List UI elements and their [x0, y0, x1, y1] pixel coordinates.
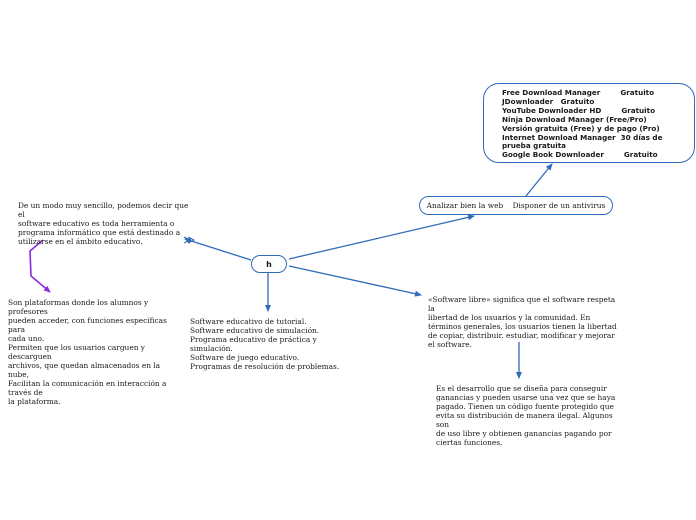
connector-definition-to-platforms [29, 239, 51, 293]
software-privativo-text: Es el desarrollo que se diseña para cons… [436, 384, 616, 447]
downloads-item: Free Download Manager Gratuito [502, 88, 655, 97]
connector-center-to-libre [288, 265, 422, 297]
connector-center-to-definition [184, 237, 252, 261]
connector-center-to-analizar [288, 214, 475, 260]
downloads-item: Ninja Download Manager (Free/Pro) [502, 114, 647, 124]
analizar-node-label: Analizar bien la web Disponer de un anti… [426, 201, 606, 210]
downloads-item: Google Book Downloader Gratuito [502, 150, 658, 160]
downloads-node[interactable]: Free Download Manager Gratuito JDownload… [483, 83, 695, 163]
software-libre-text: «Software libre» significa que el softwa… [428, 295, 617, 349]
downloads-list: Free Download Manager Gratuito JDownload… [502, 88, 692, 160]
platforms-text: Son plataformas donde los alumnos y prof… [8, 298, 167, 406]
connector-double-chevron [183, 236, 196, 244]
downloads-item: Internet Download Manager 30 días de pru… [502, 132, 665, 151]
central-node[interactable]: h [251, 255, 287, 273]
analizar-node[interactable]: Analizar bien la web Disponer de un anti… [419, 196, 613, 215]
downloads-item: Versión gratuita (Free) y de pago (Pro) [502, 123, 660, 133]
software-types-list: Software educativo de tutorial. Software… [190, 317, 340, 371]
downloads-item: YouTube Downloader HD Gratuito [502, 105, 656, 115]
connector-analizar-to-downloads [525, 163, 553, 197]
downloads-item: JDownloader Gratuito [502, 96, 595, 106]
definition-text: De un modo muy sencillo, podemos decir q… [18, 201, 189, 246]
central-node-label: h [266, 259, 272, 269]
